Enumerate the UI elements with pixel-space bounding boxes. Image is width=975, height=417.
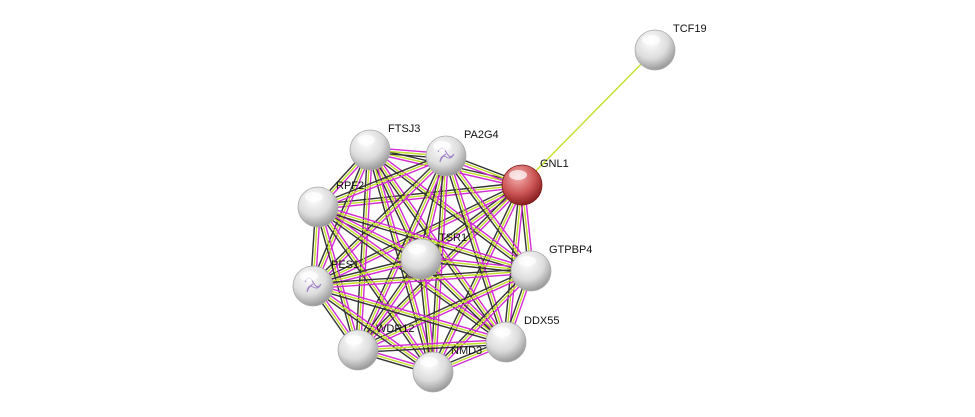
edge-WDR12-DDX55-coexpression[interactable]: [358, 343, 507, 354]
edge-PA2G4-GTPBP4-textmining[interactable]: [445, 155, 532, 272]
edge-PA2G4-DDX55-experiments[interactable]: [447, 155, 509, 342]
node-highlight: [433, 141, 451, 151]
edge-GNL1-PES1-coexpression[interactable]: [311, 182, 522, 285]
node-label: RPF2: [336, 180, 364, 192]
edge-PES1-NMD3-textmining[interactable]: [312, 285, 434, 373]
edge-GNL1-RPF2-experiments[interactable]: [318, 186, 523, 211]
edge-GTPBP4-NMD3-textmining[interactable]: [432, 270, 532, 373]
edge-GTPBP4-NMD3-experiments[interactable]: [434, 272, 534, 375]
node-label: GTPBP4: [549, 244, 592, 256]
node-gnl1[interactable]: GNL1: [501, 158, 569, 206]
edge-PA2G4-DDX55-coexpression[interactable]: [443, 156, 505, 343]
node-label: FTSJ3: [388, 123, 420, 135]
edge-FTSJ3-GTPBP4-experiments[interactable]: [371, 147, 533, 270]
node-rpf2[interactable]: RPF2: [297, 180, 364, 228]
node-label: WDR12: [376, 323, 415, 335]
node-highlight: [493, 327, 511, 337]
edge-FTSJ3-PES1-experiments[interactable]: [314, 150, 373, 288]
edge-RPF2-WDR12-textmining[interactable]: [317, 206, 359, 351]
edge-PES1-NMD3-coexpression[interactable]: [311, 287, 433, 375]
edge-GNL1-WDR12-textmining[interactable]: [357, 184, 523, 351]
node-label: PA2G4: [464, 129, 499, 141]
edge-RPF2-WDR12-experiments[interactable]: [319, 206, 361, 350]
edge-GNL1-NMD3-experiments[interactable]: [434, 185, 525, 374]
node-highlight: [300, 271, 318, 281]
node-highlight: [305, 192, 323, 202]
edge-FTSJ3-WDR12-coexpression[interactable]: [354, 149, 369, 350]
node-highlight: [518, 256, 536, 266]
node-nmd3[interactable]: NMD3: [412, 345, 482, 393]
edge-GTPBP4-NMD3-coexpression[interactable]: [430, 268, 530, 371]
node-label: PES1: [331, 259, 359, 271]
edge-FTSJ3-GTPBP4-coexpression[interactable]: [368, 151, 530, 274]
node-highlight: [357, 135, 375, 145]
edge-WDR12-DDX55-experiments[interactable]: [357, 338, 506, 349]
edge-GNL1-PES1-textmining[interactable]: [312, 184, 523, 287]
edge-PES1-NMD3-experiments[interactable]: [313, 283, 435, 371]
edge-PA2G4-PES1-textmining[interactable]: [312, 155, 447, 287]
edge-FTSJ3-DDX55-experiments[interactable]: [371, 148, 509, 342]
node-label: GNL1: [540, 158, 569, 170]
edge-RPF2-NMD3-experiments[interactable]: [319, 205, 436, 372]
edge-PES1-DDX55-experiments[interactable]: [313, 283, 507, 341]
protein-structure-icon: [437, 147, 455, 163]
node-pes1[interactable]: PES1: [292, 259, 359, 307]
edge-RPF2-GTPBP4-experiments[interactable]: [318, 204, 532, 270]
edge-PA2G4-GTPBP4-experiments[interactable]: [447, 154, 534, 270]
node-tcf19[interactable]: TCF19: [634, 23, 707, 71]
edge-TCF19-GNL1-textmining[interactable]: [521, 49, 656, 186]
edge-RPF2-NMD3-coexpression[interactable]: [315, 207, 432, 374]
node-wdr12[interactable]: WDR12: [337, 323, 415, 371]
edge-PA2G4-WDR12-coexpression[interactable]: [355, 154, 445, 350]
edge-PES1-DDX55-coexpression[interactable]: [312, 287, 506, 345]
node-highlight: [642, 35, 660, 45]
edge-PES1-DDX55-textmining[interactable]: [312, 285, 507, 343]
node-highlight: [420, 357, 438, 367]
node-pa2g4[interactable]: PA2G4: [425, 129, 499, 177]
node-gtpbp4[interactable]: GTPBP4: [510, 244, 592, 292]
node-ddx55[interactable]: DDX55: [485, 315, 559, 363]
edge-FTSJ3-GTPBP4-textmining[interactable]: [369, 149, 532, 272]
node-label: DDX55: [524, 315, 559, 327]
edge-WDR12-DDX55-textmining[interactable]: [357, 341, 507, 351]
edge-GTPBP4-PES1-experiments[interactable]: [313, 272, 532, 290]
edge-GNL1-RPF2-textmining[interactable]: [317, 184, 523, 208]
node-highlight: [345, 335, 363, 345]
edge-RPF2-WDR12-coexpression[interactable]: [315, 207, 357, 351]
edge-PA2G4-GTPBP4-coexpression[interactable]: [443, 157, 530, 273]
node-highlight: [509, 170, 527, 180]
node-ftsj3[interactable]: FTSJ3: [349, 123, 420, 171]
edge-FTSJ3-PES1-textmining[interactable]: [312, 149, 371, 287]
edges-layer: [309, 49, 656, 375]
edge-GNL1-NMD3-textmining[interactable]: [432, 184, 523, 373]
edge-PA2G4-RPF2-textmining[interactable]: [317, 155, 447, 208]
protein-structure-icon: [304, 277, 322, 293]
edge-PA2G4-RPF2-coexpression[interactable]: [316, 153, 446, 206]
node-label: NMD3: [451, 345, 482, 357]
edge-GTPBP4-WDR12-textmining[interactable]: [357, 270, 532, 351]
node-label: TCF19: [673, 23, 707, 35]
node-tsr1[interactable]: TSR1: [400, 232, 467, 280]
edge-PA2G4-RPF2-experiments[interactable]: [318, 157, 448, 210]
node-highlight: [408, 244, 426, 254]
node-label: TSR1: [439, 232, 467, 244]
